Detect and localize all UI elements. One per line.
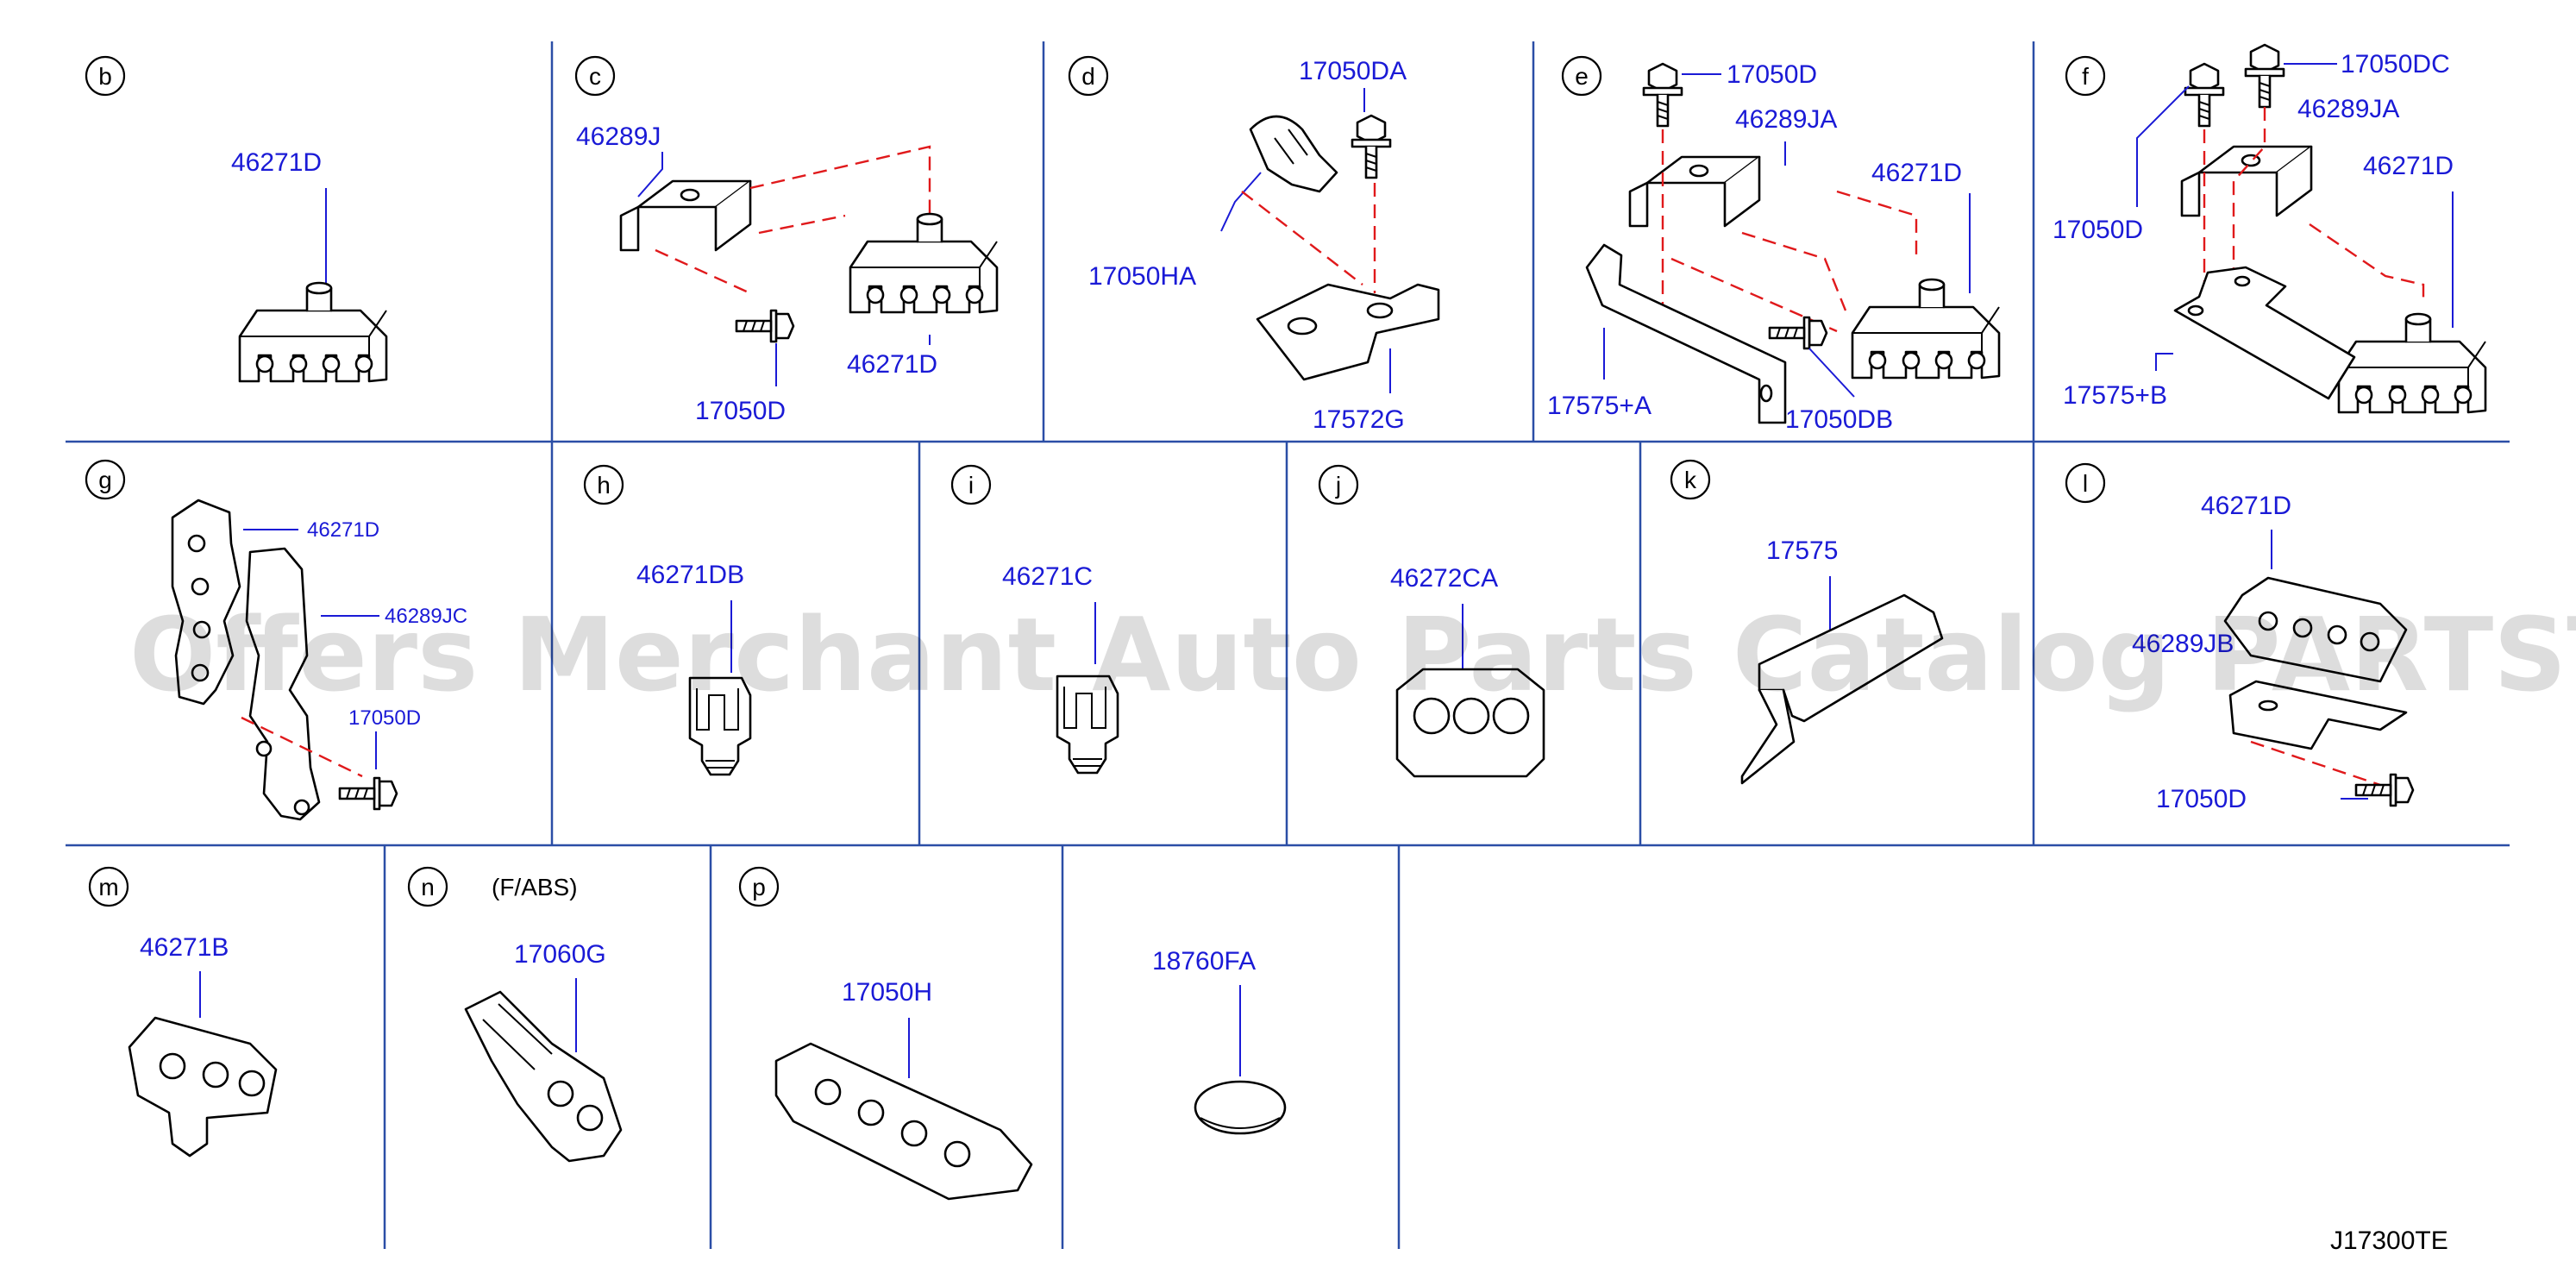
plug-cap <box>1194 1080 1287 1135</box>
bracket-vertical <box>245 547 321 821</box>
section-j: j 46272CA <box>1318 464 1545 778</box>
flat-bracket <box>2173 266 2356 400</box>
part-label-17060G[interactable]: 17060G <box>514 940 606 969</box>
part-label-46271D[interactable]: 46271D <box>307 518 379 542</box>
part-label-46289JA[interactable]: 46289JA <box>1735 105 1837 134</box>
pipe-clip-4way <box>1851 278 2001 380</box>
bolt-icon <box>338 776 398 811</box>
part-label-46289JA[interactable]: 46289JA <box>2297 95 2399 123</box>
pipe-clip-4way <box>238 281 388 383</box>
part-label-17050DC[interactable]: 17050DC <box>2341 50 2450 78</box>
part-label-46289JC[interactable]: 46289JC <box>385 605 467 628</box>
section-letter: n <box>421 874 435 900</box>
long-bracket <box>1585 243 1787 424</box>
part-label-17575+A[interactable]: 17575+A <box>1547 392 1652 420</box>
section-letter: h <box>597 472 611 499</box>
section-m: m 46271B <box>88 866 278 1158</box>
drawing-code: J17300TE <box>2330 1227 2448 1255</box>
section-letter-circle <box>85 55 126 97</box>
section-letter: k <box>1684 467 1697 493</box>
section-e: e 17050D 46289JA 46271D 17575+A 17050DB <box>1547 55 2001 434</box>
hose-clip <box>1249 115 1338 193</box>
part-label-46271DB[interactable]: 46271DB <box>636 561 744 589</box>
part-label-46271D[interactable]: 46271D <box>847 350 937 379</box>
section-letter: l <box>2083 470 2088 497</box>
part-label-46271B[interactable]: 46271B <box>140 933 229 962</box>
part-label-46271C[interactable]: 46271C <box>1002 562 1093 591</box>
part-label-17572G[interactable]: 17572G <box>1313 405 1405 434</box>
section-h: h 46271DB <box>583 464 752 776</box>
part-label-17050D[interactable]: 17050D <box>2156 785 2247 813</box>
part-label-17050D[interactable]: 17050D <box>348 706 421 730</box>
part-label-17050HA[interactable]: 17050HA <box>1088 262 1196 291</box>
grid-lines <box>66 41 2510 1249</box>
section-note: (F/ABS) <box>492 874 578 900</box>
push-clip-2way <box>128 1016 278 1158</box>
part-label-46271D[interactable]: 46271D <box>231 148 322 177</box>
section-letter: i <box>968 472 974 499</box>
part-label-46289J[interactable]: 46289J <box>576 122 661 151</box>
part-label-17050D[interactable]: 17050D <box>2053 216 2143 244</box>
section-k: k 17575 <box>1670 459 1944 785</box>
small-bracket <box>2228 680 2408 750</box>
pipe-clip-vertical <box>171 499 241 706</box>
pipe-clip-4way <box>2337 312 2487 414</box>
mounting-bracket <box>1628 155 1761 228</box>
section-p: p 17050H <box>738 866 1033 1201</box>
section-letter: c <box>589 63 601 90</box>
clip-with-hinge <box>464 990 623 1163</box>
bolt-icon <box>735 309 795 343</box>
bolt-icon <box>1642 62 1683 128</box>
section-d: d 17050DA 17050HA 17572G <box>1068 55 1440 434</box>
section-g: g 46271D 46289JC 17050D <box>85 459 467 821</box>
bolt-icon <box>2244 43 2285 109</box>
part-label-46271D[interactable]: 46271D <box>1871 159 1962 187</box>
watermark-text: Offers Merchant Auto Parts Catalog PARTS… <box>129 595 2576 714</box>
section-letter: p <box>752 874 766 900</box>
section-letter: d <box>1081 63 1095 90</box>
section-letter: f <box>2082 63 2089 90</box>
section-f: f 17050DC 46289JA 17050D 46271D 17575+B <box>2053 43 2487 414</box>
part-label-17050DA[interactable]: 17050DA <box>1299 57 1407 85</box>
pipe-clip-4way <box>849 212 999 314</box>
mounting-bracket <box>2180 145 2313 217</box>
section-letter: g <box>98 467 112 493</box>
section-plug: 18760FA <box>1152 947 1287 1135</box>
bracket-plate <box>1256 283 1440 381</box>
section-l: l 46271D 46289JB 17050D <box>2065 462 2415 813</box>
pipe-clip-4way <box>2223 576 2408 683</box>
part-label-17050H[interactable]: 17050H <box>842 978 932 1007</box>
section-letter: b <box>98 63 112 90</box>
section-n: n (F/ABS) 17060G <box>407 866 623 1163</box>
section-i: i 46271C <box>950 464 1119 775</box>
section-letter: j <box>1335 472 1341 499</box>
part-label-46271D[interactable]: 46271D <box>2201 492 2291 520</box>
part-label-17050D[interactable]: 17050D <box>1727 60 1817 89</box>
part-label-46271D[interactable]: 46271D <box>2363 152 2454 180</box>
section-letter: e <box>1575 63 1589 90</box>
pipe-clip-long <box>774 1042 1033 1201</box>
part-label-46289JB[interactable]: 46289JB <box>2132 630 2234 658</box>
bolt-icon <box>1768 316 1828 350</box>
part-label-18760FA[interactable]: 18760FA <box>1152 947 1256 976</box>
mounting-bracket <box>619 179 752 252</box>
section-c: c 46289J 17050D 46271D <box>574 55 999 425</box>
part-label-46272CA[interactable]: 46272CA <box>1390 564 1498 593</box>
bolt-icon <box>1351 114 1392 179</box>
section-letter: m <box>98 874 118 900</box>
part-label-17575+B[interactable]: 17575+B <box>2063 381 2167 410</box>
part-label-17050D[interactable]: 17050D <box>695 397 786 425</box>
part-label-17575[interactable]: 17575 <box>1766 536 1838 565</box>
part-label-17050DB[interactable]: 17050DB <box>1785 405 1893 434</box>
bolt-icon <box>2184 62 2225 128</box>
section-b: b 46271D <box>85 55 388 383</box>
